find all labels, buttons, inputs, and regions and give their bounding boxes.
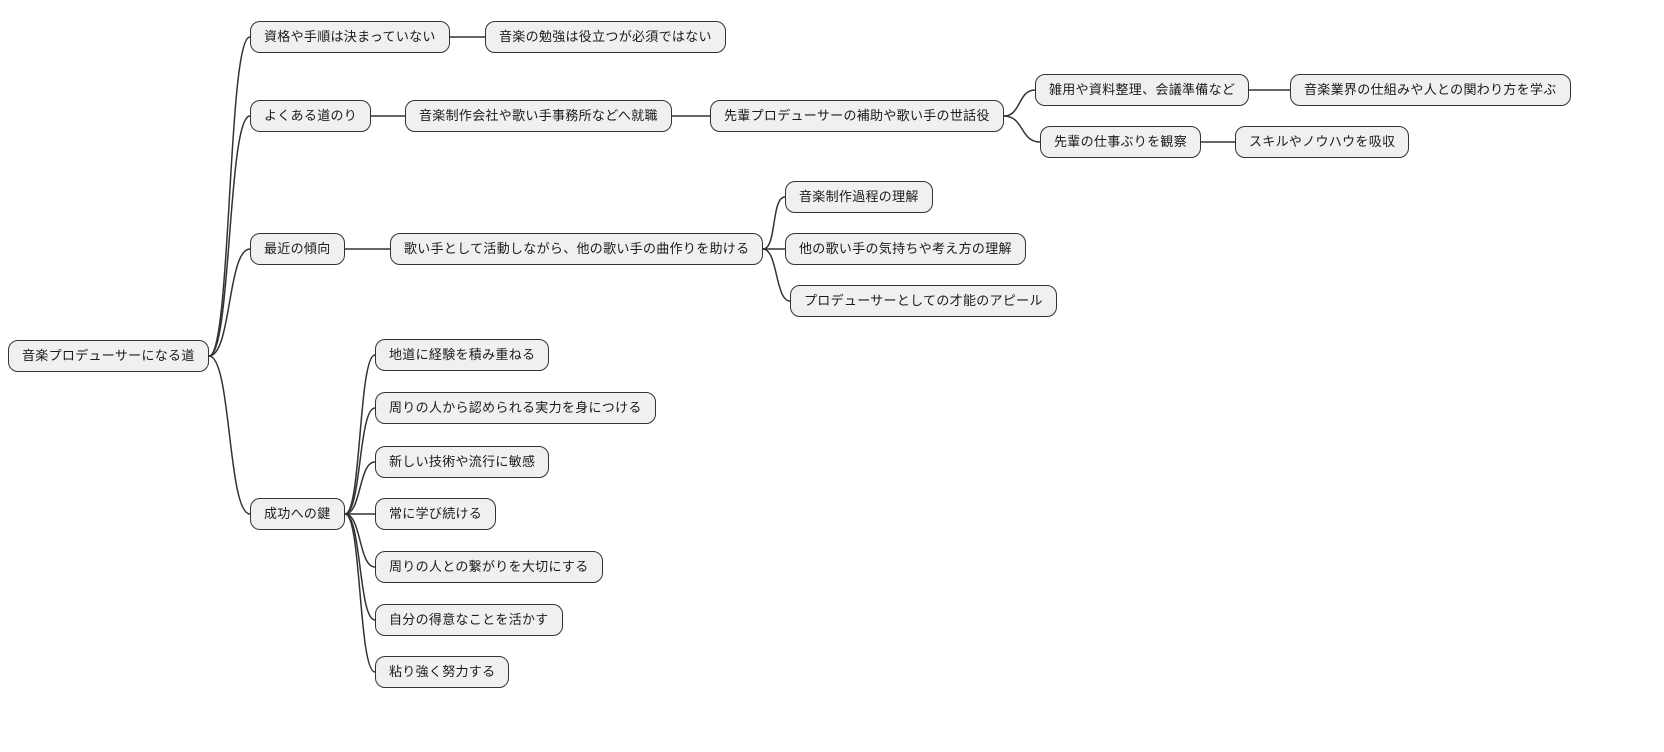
edge-root-n3	[208, 248, 251, 357]
mindmap-node-n3a: 歌い手として活動しながら、他の歌い手の曲作りを助ける	[390, 233, 764, 265]
edge-n4-n4b	[344, 407, 376, 515]
mindmap-node-n3d: プロデューサーとしての才能のアピール	[790, 285, 1057, 317]
edge-n4-n4c	[344, 461, 376, 515]
mindmap-node-n2a: 音楽制作会社や歌い手事務所などへ就職	[405, 100, 672, 132]
mindmap-node-n2c: 雑用や資料整理、会議準備など	[1035, 74, 1250, 106]
edge-n4-n4g	[344, 513, 376, 673]
mindmap-node-n2f: スキルやノウハウを吸収	[1235, 126, 1410, 158]
mindmap-node-n4: 成功への鍵	[250, 498, 345, 530]
mindmap-node-n4e: 周りの人との繋がりを大切にする	[375, 551, 603, 583]
edge-n3a-n3b	[762, 196, 786, 250]
edge-n4-n4f	[344, 513, 376, 621]
edge-n2b-n2c	[1003, 89, 1036, 117]
edge-n4-n4a	[344, 354, 376, 515]
mindmap-node-n4b: 周りの人から認められる実力を身につける	[375, 392, 656, 424]
mindmap-node-n2e: 先輩の仕事ぶりを観察	[1040, 126, 1202, 158]
mindmap-node-n2b: 先輩プロデューサーの補助や歌い手の世話役	[710, 100, 1004, 132]
mindmap-node-n3: 最近の傾向	[250, 233, 345, 265]
mindmap-node-n3c: 他の歌い手の気持ちや考え方の理解	[785, 233, 1026, 265]
mindmap-node-n2: よくある道のり	[250, 100, 372, 132]
mindmap-node-n4a: 地道に経験を積み重ねる	[375, 339, 550, 371]
mindmap-node-n4f: 自分の得意なことを活かす	[375, 604, 563, 636]
edge-root-n2	[208, 115, 251, 357]
mindmap-node-n4c: 新しい技術や流行に敏感	[375, 446, 550, 478]
edge-root-n1	[208, 36, 251, 357]
mindmap-node-n4g: 粘り強く努力する	[375, 656, 510, 688]
mindmap-node-root: 音楽プロデューサーになる道	[8, 340, 209, 372]
mindmap-node-n1: 資格や手順は決まっていない	[250, 21, 450, 53]
mindmap-node-n1a: 音楽の勉強は役立つが必須ではない	[485, 21, 726, 53]
edge-n2b-n2e	[1003, 115, 1041, 143]
mindmap-node-n4d: 常に学び続ける	[375, 498, 497, 530]
edge-n4-n4e	[344, 513, 376, 568]
edge-root-n4	[208, 355, 251, 515]
mindmap-node-n3b: 音楽制作過程の理解	[785, 181, 933, 213]
mindmap-node-n2d: 音楽業界の仕組みや人との関わり方を学ぶ	[1290, 74, 1571, 106]
